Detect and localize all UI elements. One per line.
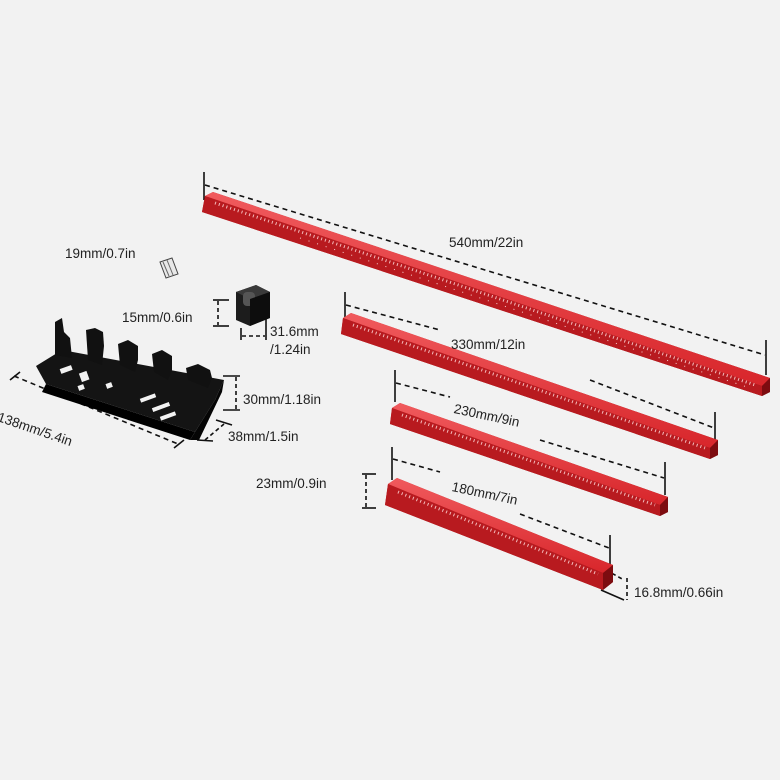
ruler-230mm (390, 403, 668, 516)
label-holder-depth: 38mm/1.5in (228, 429, 299, 444)
label-ruler-330: 330mm/12in (451, 337, 526, 352)
pin-part (159, 257, 179, 279)
ruler-540mm (202, 192, 770, 396)
label-stop-width-in: /1.24in (270, 342, 311, 357)
label-stop-width-mm: 31.6mm (270, 324, 319, 339)
label-ruler-height: 23mm/0.9in (256, 476, 327, 491)
dimension-lines (9, 172, 767, 601)
label-ruler-thickness: 16.8mm/0.66in (634, 585, 724, 600)
stop-block (236, 285, 270, 326)
label-stop-height: 15mm/0.6in (122, 310, 193, 325)
ruler-holder (36, 318, 224, 440)
label-pin-length: 19mm/0.7in (65, 246, 136, 261)
label-holder-height: 30mm/1.18in (243, 392, 322, 407)
ruler-180mm (385, 478, 613, 590)
ruler-330mm (341, 313, 718, 459)
label-ruler-540: 540mm/22in (449, 235, 524, 250)
